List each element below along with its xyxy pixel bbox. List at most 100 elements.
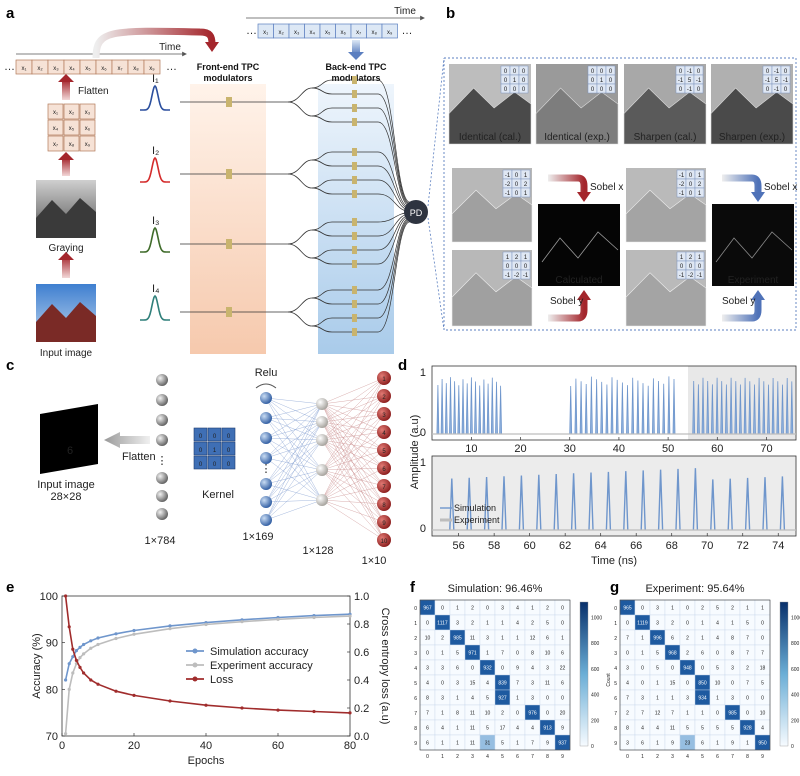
series-point xyxy=(82,671,86,675)
connection xyxy=(265,397,323,423)
top-image-label: Identical (cal.) xyxy=(459,132,521,143)
confusion-value: 1 xyxy=(701,620,704,626)
series-point xyxy=(71,671,75,675)
image-house-shape xyxy=(451,189,533,243)
connection xyxy=(265,439,323,459)
input-neuron xyxy=(156,490,168,502)
panel-letter-c: c xyxy=(6,357,14,374)
kernel-value-cell xyxy=(605,83,616,94)
confusion-value: 0 xyxy=(671,665,674,671)
pulse-waveform xyxy=(140,84,170,111)
connection xyxy=(265,403,323,439)
series-point xyxy=(276,708,280,712)
confusion-value: 0 xyxy=(441,605,444,611)
confusion-value: 20 xyxy=(560,710,566,716)
series-point xyxy=(96,682,100,686)
bottom-x-tick-label: 60 xyxy=(524,540,536,552)
backend-modulator xyxy=(352,176,357,184)
confusion-value: 3 xyxy=(441,665,444,671)
input-neuron xyxy=(156,414,168,426)
confusion-value: 4 xyxy=(716,620,719,626)
y-tick-label: 100 xyxy=(40,591,58,603)
output-neuron-label: 1 xyxy=(382,377,386,383)
confusion-value: 985 xyxy=(453,635,462,641)
input-neuron xyxy=(156,374,168,386)
confusion-value: 8 xyxy=(456,710,459,716)
panel-letter-a: a xyxy=(6,5,15,22)
image-house-shape xyxy=(625,272,707,327)
colorbar-tick: 600 xyxy=(791,667,800,673)
kernel-value: 0 xyxy=(600,87,604,93)
confusion-value: 2 xyxy=(626,710,629,716)
confusion-value: 0 xyxy=(686,605,689,611)
confusion-value: 4 xyxy=(516,725,519,731)
kernel-value: 0 xyxy=(522,69,526,75)
connection xyxy=(265,421,323,439)
layer-size-784: 1×784 xyxy=(145,535,176,547)
confusion-value: 1 xyxy=(441,740,444,746)
confusion-value: 1 xyxy=(701,710,704,716)
confusion-value: 9 xyxy=(561,725,564,731)
series-point xyxy=(74,649,78,653)
confusion-value: 1 xyxy=(656,680,659,686)
confusion-value: 1 xyxy=(656,740,659,746)
kernel-value: 1 xyxy=(698,255,702,261)
confusion-value: 23 xyxy=(685,740,691,746)
kernel-value: 0 xyxy=(504,87,508,93)
confusion-value: 8 xyxy=(731,635,734,641)
confusion-value: 4 xyxy=(641,725,644,731)
kernel-block-cell xyxy=(207,427,222,442)
top-image-label: Sharpen (exp.) xyxy=(719,132,785,143)
col-label: 8 xyxy=(546,754,549,760)
waveguide-split xyxy=(287,297,313,313)
confusion-value: 1 xyxy=(501,620,504,626)
backend-modulator xyxy=(352,190,357,198)
pulse-label: I₄ xyxy=(152,283,160,295)
waveguide-split xyxy=(311,87,333,95)
seq-cell-label: x₃ xyxy=(53,66,59,72)
confusion-value: 3 xyxy=(686,695,689,701)
confusion-frame xyxy=(419,599,571,751)
confusion-value: 11 xyxy=(670,725,675,731)
output-neuron-label: 10 xyxy=(381,539,388,545)
confusion-value: 2 xyxy=(671,620,674,626)
hidden-neuron-169 xyxy=(260,514,272,526)
confusion-value: 6 xyxy=(426,725,429,731)
kernel-value: -1 xyxy=(687,69,693,75)
confusion-value: 8 xyxy=(626,725,629,731)
connection xyxy=(265,499,323,503)
series-point xyxy=(82,652,86,656)
kernel-value: -1 xyxy=(774,87,780,93)
waveguide-combine xyxy=(377,221,411,333)
connection xyxy=(321,469,385,523)
confusion-value: 4 xyxy=(531,725,534,731)
kernel-value: 0 xyxy=(522,78,526,84)
panel-letter-f: f xyxy=(410,579,416,596)
seq-cell-label: x₂ xyxy=(37,66,43,72)
input-size-label: 28×28 xyxy=(51,491,82,503)
bottom-x-tick-label: 70 xyxy=(701,540,713,552)
confusion-value: 10 xyxy=(760,710,766,716)
confusion-value: 1 xyxy=(641,635,644,641)
confusion-value: 4 xyxy=(656,725,659,731)
kernel-block-value: 0 xyxy=(199,434,203,440)
confusion-value: 0 xyxy=(501,665,504,671)
connection xyxy=(321,413,385,441)
kernel-cell-label: x₇ xyxy=(53,142,58,148)
confusion-value: 3 xyxy=(456,620,459,626)
input-neuron xyxy=(156,508,168,520)
confusion-value: 1 xyxy=(501,635,504,641)
confusion-value: 932 xyxy=(483,665,492,671)
series-point xyxy=(82,642,86,647)
col-label: 5 xyxy=(501,754,504,760)
confusion-value: 1 xyxy=(441,650,444,656)
confusion-value: 5 xyxy=(716,605,719,611)
arrowhead xyxy=(577,290,591,300)
confusion-value: 0 xyxy=(746,710,749,716)
confusion-value: 0 xyxy=(761,695,764,701)
kernel-value: 1 xyxy=(524,191,528,197)
confusion-value: 934 xyxy=(698,695,707,701)
